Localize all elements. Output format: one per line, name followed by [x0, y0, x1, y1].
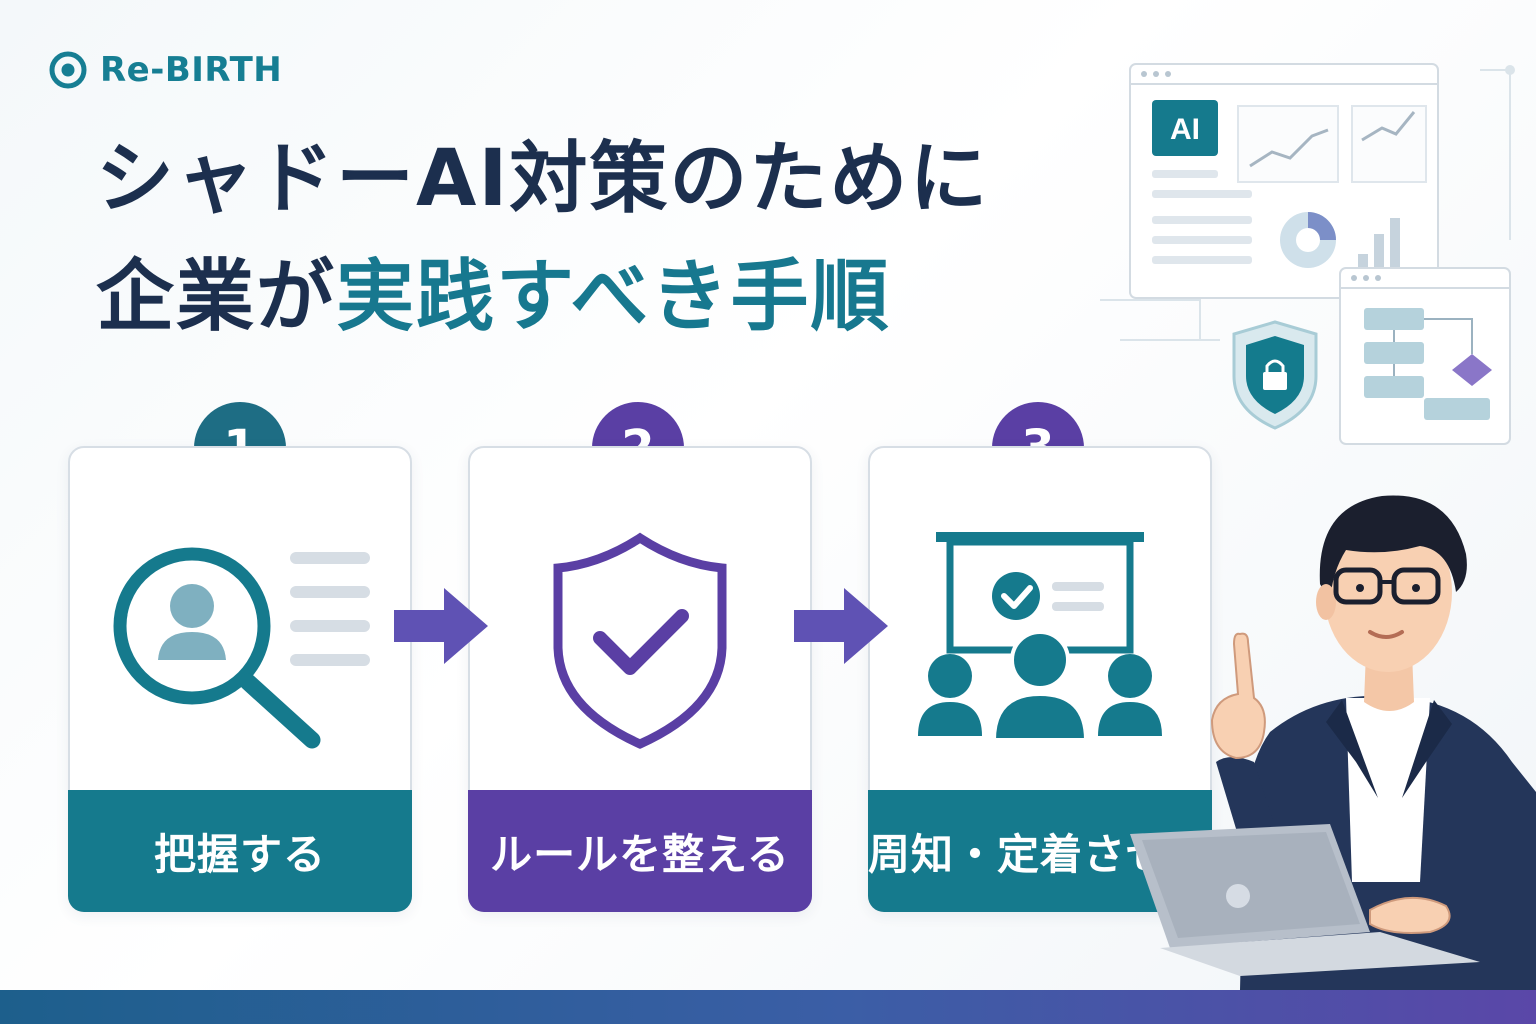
step-label-3: 周知・定着させる [868, 790, 1212, 912]
title-line-2-accent: 実践すべき手順 [336, 252, 891, 342]
page-title: シャドーAI対策のために 企業が実践すべき手順 [96, 140, 989, 336]
dashboard-illustration: AI [1100, 63, 1515, 445]
title-line-1: シャドーAI対策のために [96, 134, 990, 224]
logo-icon [49, 51, 87, 89]
search-person-icon [113, 547, 370, 749]
step-card-2: ルールを整える [468, 446, 812, 912]
title-line-2-prefix: 企業が [96, 252, 337, 342]
step-card-3: 周知・定着させる [868, 446, 1212, 912]
brand-name: Re-BIRTH [100, 50, 283, 90]
dashboard-window: AI [1129, 63, 1439, 299]
shield-lock-icon [1232, 320, 1318, 430]
brand-logo: Re-BIRTH [48, 50, 282, 90]
step-label-1: 把握する [68, 790, 412, 912]
arrow-right-icon [394, 588, 488, 664]
shield-check-icon [553, 532, 727, 749]
training-board-icon [918, 532, 1162, 742]
title-line-2: 企業が実践すべき手順 [96, 258, 989, 336]
circuit-lines [1100, 65, 1515, 341]
presenter-illustration [1130, 495, 1536, 990]
step-card-1: 把握する [68, 446, 412, 912]
flowchart-window [1339, 267, 1511, 445]
arrow-right-icon [794, 588, 888, 664]
ai-badge: AI [1170, 113, 1200, 146]
bottom-accent-bar [0, 990, 1536, 1024]
step-label-2: ルールを整える [468, 790, 812, 912]
